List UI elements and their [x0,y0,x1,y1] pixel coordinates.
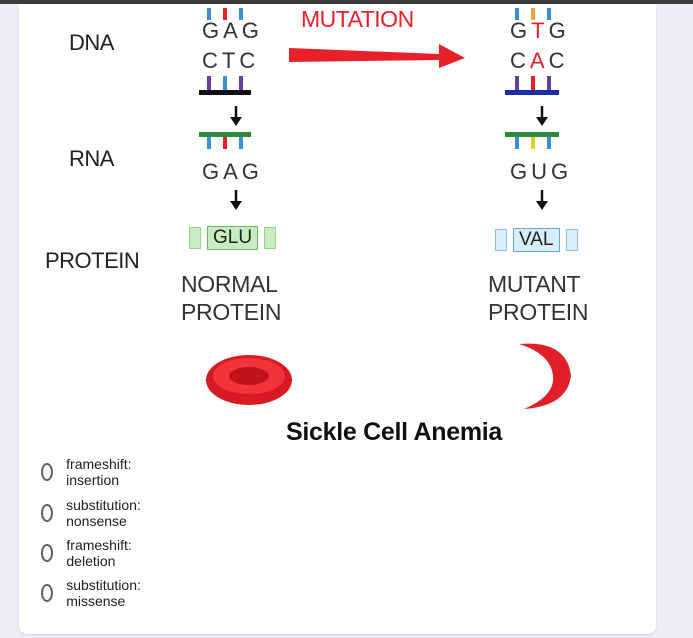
option-frameshift-deletion[interactable]: frameshift: deletion [41,537,137,569]
mutant-dna-top-sequence: GTG [510,18,570,43]
normal-dna-top-stubs [207,8,243,20]
normal-red-blood-cell-icon [206,355,292,405]
mutant-protein-box: VAL [495,228,578,252]
normal-rna-strand [199,132,251,149]
mutant-rna-strand [505,132,559,149]
normal-arrow-rna-protein [230,190,242,210]
sickle-cell-icon [519,343,571,409]
normal-arrow-dna-rna [230,106,242,126]
option-label: substitution: missense [66,577,141,609]
mutant-dna-bottom-sequence: CAC [510,48,569,73]
mutant-arrow-rna-protein [536,190,548,210]
mutant-arrow-dna-rna [536,106,548,126]
normal-dna-bottom-strand [199,76,251,95]
radio-button-icon[interactable] [41,584,54,602]
normal-protein-caption: NORMAL PROTEIN [181,271,282,325]
rna-label: RNA [69,146,114,171]
normal-dna-top-sequence: GAG [202,18,263,43]
mutant-rna-sequence: GUG [510,159,573,184]
dna-label: DNA [69,30,114,55]
window-top-bar [0,0,693,4]
mutation-label: MUTATION [301,6,414,32]
normal-protein-box: GLU [189,226,277,250]
option-substitution-nonsense[interactable]: substitution: nonsense [41,497,147,529]
option-label: frameshift: deletion [66,537,132,569]
protein-label: PROTEIN [45,248,140,273]
question-image: DNA RNA PROTEIN GAG CTC GAG MUTATION GTG… [19,4,656,464]
radio-button-icon[interactable] [41,544,54,562]
mutant-protein-caption: MUTANT PROTEIN [488,271,589,325]
normal-protein-name: GLU [207,226,259,250]
figure-title: Sickle Cell Anemia [286,418,502,446]
radio-button-icon[interactable] [41,504,54,522]
mutation-arrow [289,44,465,68]
radio-button-icon[interactable] [41,463,54,481]
option-substitution-missense[interactable]: substitution: missense [41,577,147,609]
mutant-dna-bottom-strand [505,76,559,95]
mutant-dna-top-stubs [515,8,551,20]
normal-dna-bottom-sequence: CTC [202,48,260,73]
normal-rna-sequence: GAG [202,159,263,184]
option-frameshift-insertion[interactable]: frameshift: insertion [41,456,137,488]
option-label: frameshift: insertion [66,456,132,488]
mutant-protein-name: VAL [513,228,560,252]
option-label: substitution: nonsense [66,497,141,529]
figure-graphics [199,8,571,409]
question-card: DNA RNA PROTEIN GAG CTC GAG MUTATION GTG… [19,4,656,634]
